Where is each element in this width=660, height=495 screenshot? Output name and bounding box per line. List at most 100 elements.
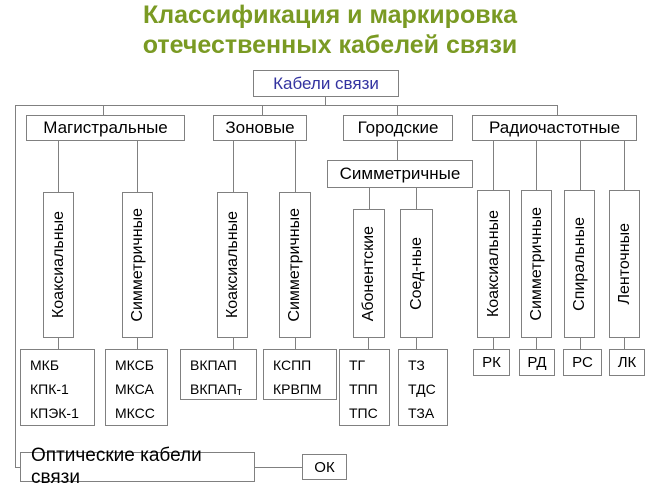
marks-zon-koax: ВКПАП ВКПАПт bbox=[180, 349, 257, 400]
connector-zon-simm bbox=[295, 141, 296, 192]
type-zon-simmetrichnye-label: Симметричные bbox=[286, 208, 303, 322]
marks-mag-koax: МКБ КПК-1 КПЭК-1 bbox=[20, 349, 95, 426]
mark-vkpap-t-main: ВКПАП bbox=[190, 381, 237, 397]
mark-lk-box: ЛК bbox=[609, 349, 645, 376]
type-zon-koaxialnye: Коаксиальные bbox=[217, 192, 248, 338]
connector-mag-koax bbox=[58, 141, 59, 192]
marks-gor-abon: ТГ ТПП ТПС bbox=[339, 349, 390, 426]
mark-rd: РД bbox=[527, 354, 547, 371]
branch-zonovye-label: Зоновые bbox=[225, 118, 295, 137]
connector-rad-lent bbox=[624, 141, 625, 190]
page-title-line1: Классификация и маркировка bbox=[142, 1, 517, 29]
mark-krvpm: КРВПМ bbox=[273, 381, 322, 397]
connector-zon-koax bbox=[233, 141, 234, 192]
mark-rs-box: РС bbox=[563, 349, 602, 376]
type-rad-simmetrichnye: Симметричные bbox=[521, 190, 552, 338]
marks-zon-simm: КСПП КРВПМ bbox=[263, 349, 337, 400]
mark-vkpap-t-sub: т bbox=[236, 386, 242, 398]
mark-tz: ТЗ bbox=[408, 357, 425, 373]
type-rad-simmetrichnye-label: Симметричные bbox=[527, 207, 545, 321]
connector-leaf-lk bbox=[624, 338, 625, 349]
connector-to-radiochastotnye bbox=[557, 105, 558, 115]
mark-rd-box: РД bbox=[519, 349, 555, 376]
type-rad-koaxialnye-label: Коаксиальные bbox=[484, 210, 502, 318]
mark-kpk1: КПК-1 bbox=[30, 381, 69, 397]
branch-magistralnye: Магистральные bbox=[26, 115, 185, 141]
connector-left-drop-elbow bbox=[15, 467, 21, 468]
mark-ok: ОК bbox=[314, 458, 335, 476]
connector-leaf-kspp bbox=[295, 338, 296, 349]
type-rad-lentochnye: Ленточные bbox=[609, 190, 640, 338]
mark-tg: ТГ bbox=[349, 357, 366, 373]
connector-optical-to-ok bbox=[255, 467, 302, 468]
mark-mksb: МКСБ bbox=[115, 357, 154, 373]
branch-gorodskie-simmetrichnye-label: Симметричные bbox=[339, 164, 461, 183]
mark-tza: ТЗА bbox=[408, 405, 435, 421]
mark-mksa: МКСА bbox=[115, 381, 154, 397]
type-mag-simmetrichnye: Симметричные bbox=[122, 192, 153, 338]
optical-cables-box: Оптические кабели связи bbox=[20, 445, 255, 488]
connector-leaf-mkb bbox=[58, 338, 59, 349]
mark-rs: РС bbox=[572, 354, 593, 371]
connector-rad-koax bbox=[493, 141, 494, 190]
type-zon-simmetrichnye: Симметричные bbox=[279, 192, 311, 338]
connector-top-horizontal bbox=[15, 105, 558, 106]
connector-gor-abon bbox=[369, 188, 370, 209]
mark-mkss: МКСС bbox=[115, 405, 155, 421]
connector-mag-simm bbox=[137, 141, 138, 192]
connector-leaf-rk bbox=[493, 338, 494, 349]
page-title-line2: отечественных кабелей связи bbox=[142, 31, 518, 59]
type-mag-koaxialnye: Коаксиальные bbox=[43, 192, 74, 338]
type-mag-koaxialnye-label: Коаксиальные bbox=[49, 211, 67, 319]
connector-leaf-rs bbox=[580, 338, 581, 349]
mark-lk: ЛК bbox=[617, 354, 637, 371]
mark-kpek1: КПЭК-1 bbox=[30, 405, 79, 421]
type-rad-lentochnye-label: Ленточные bbox=[615, 223, 633, 305]
root-box-kabeli-svyazi: Кабели связи bbox=[253, 70, 399, 97]
mark-kspp: КСПП bbox=[273, 357, 312, 373]
connector-root-stub bbox=[325, 97, 326, 105]
connector-to-zonovye bbox=[262, 105, 263, 115]
type-gor-soednye-label: Соед-ные bbox=[407, 237, 425, 310]
type-rad-spiralnye-label: Спиральные bbox=[570, 217, 588, 311]
connector-left-drop bbox=[15, 105, 16, 468]
type-zon-koaxialnye-label: Коаксиальные bbox=[223, 211, 241, 319]
branch-gorodskie: Городские bbox=[343, 115, 453, 141]
branch-radiochastotnye: Радиочастотные bbox=[472, 115, 637, 141]
type-gor-abonentskie-label: Абонентские bbox=[360, 225, 377, 322]
mark-mkb: МКБ bbox=[30, 357, 60, 373]
mark-tpp: ТПП bbox=[349, 381, 378, 397]
connector-leaf-tg bbox=[368, 338, 369, 349]
mark-tps: ТПС bbox=[349, 405, 378, 421]
branch-radiochastotnye-label: Радиочастотные bbox=[488, 118, 621, 137]
branch-gorodskie-label: Городские bbox=[357, 118, 439, 137]
connector-to-magistralnye bbox=[103, 105, 104, 115]
type-mag-simmetrichnye-label: Симметричные bbox=[128, 208, 146, 322]
branch-zonovye: Зоновые bbox=[213, 115, 307, 141]
mark-vkpap: ВКПАП bbox=[190, 357, 237, 373]
optical-cables-label: Оптические кабели связи bbox=[31, 445, 202, 488]
mark-ok-box: ОК bbox=[302, 454, 347, 480]
page-title: Классификация и маркировка отечественных… bbox=[0, 0, 660, 60]
connector-leaf-rd bbox=[536, 338, 537, 349]
marks-gor-soed: ТЗ ТДС ТЗА bbox=[398, 349, 448, 426]
connector-gor-simm bbox=[397, 141, 398, 160]
marks-mag-simm: МКСБ МКСА МКСС bbox=[105, 349, 168, 426]
type-gor-abonentskie: Абонентские bbox=[353, 209, 385, 338]
branch-magistralnye-label: Магистральные bbox=[43, 118, 168, 137]
type-gor-soednye: Соед-ные bbox=[400, 209, 433, 338]
connector-to-gorodskie bbox=[397, 105, 398, 115]
mark-rk: РК bbox=[482, 354, 501, 371]
connector-gor-soed bbox=[416, 188, 417, 209]
connector-leaf-vkpap bbox=[233, 338, 234, 349]
connector-leaf-mksb bbox=[137, 338, 138, 349]
mark-tds: ТДС bbox=[408, 381, 436, 397]
connector-rad-spiral bbox=[580, 141, 581, 190]
branch-gorodskie-simmetrichnye: Симметричные bbox=[327, 160, 473, 188]
mark-vkpap-t: ВКПАПт bbox=[190, 377, 256, 403]
type-rad-koaxialnye: Коаксиальные bbox=[477, 190, 510, 338]
type-rad-spiralnye: Спиральные bbox=[564, 190, 595, 338]
connector-leaf-tz bbox=[416, 338, 417, 349]
connector-rad-simm bbox=[536, 141, 537, 190]
mark-rk-box: РК bbox=[473, 349, 510, 376]
